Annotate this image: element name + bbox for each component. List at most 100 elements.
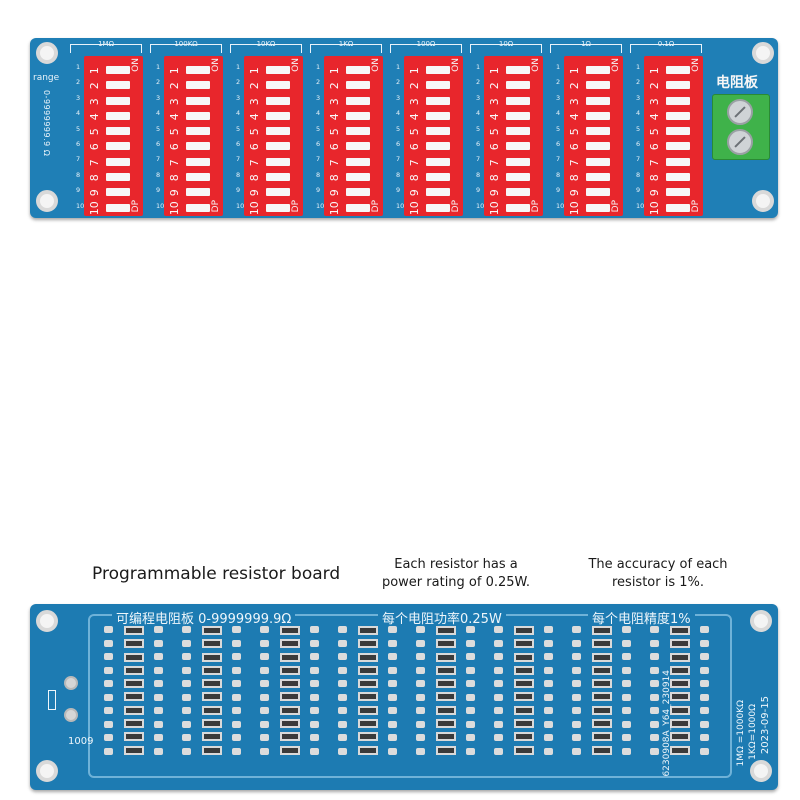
switch-lever[interactable]	[346, 157, 370, 166]
switch-lever[interactable]	[186, 173, 210, 182]
switch-lever[interactable]	[506, 96, 530, 105]
smd-resistor	[280, 665, 300, 675]
switch-lever[interactable]	[586, 142, 610, 151]
switch-lever[interactable]	[266, 66, 290, 74]
switch-lever[interactable]	[346, 173, 370, 182]
via-pad-column	[232, 626, 242, 761]
switch-lever[interactable]	[186, 96, 210, 105]
switch-lever[interactable]	[506, 203, 530, 212]
switch-lever[interactable]	[346, 111, 370, 120]
switch-lever[interactable]	[106, 127, 130, 136]
switch-position-number: 6	[408, 143, 421, 151]
switch-lever[interactable]	[666, 188, 690, 197]
switch-lever[interactable]	[186, 111, 210, 120]
switch-lever[interactable]	[106, 66, 130, 74]
switch-lever[interactable]	[186, 81, 210, 90]
switch-lever[interactable]	[186, 66, 210, 74]
switch-lever[interactable]	[506, 111, 530, 120]
switch-lever[interactable]	[506, 188, 530, 197]
switch-lever[interactable]	[506, 81, 530, 90]
switch-lever[interactable]	[666, 142, 690, 151]
switch-lever[interactable]	[586, 188, 610, 197]
switch-lever[interactable]	[266, 81, 290, 90]
switch-lever[interactable]	[106, 142, 130, 151]
switch-lever[interactable]	[186, 157, 210, 166]
switch-lever[interactable]	[666, 96, 690, 105]
switch-lever[interactable]	[426, 173, 450, 182]
switch-lever[interactable]	[266, 142, 290, 151]
switch-lever[interactable]	[666, 81, 690, 90]
switch-lever[interactable]	[106, 157, 130, 166]
switch-lever[interactable]	[106, 173, 130, 182]
switch-lever[interactable]	[266, 96, 290, 105]
switch-lever[interactable]	[426, 127, 450, 136]
switch-lever[interactable]	[426, 203, 450, 212]
switch-lever[interactable]	[426, 111, 450, 120]
resistor-bank	[412, 626, 480, 758]
switch-position-number: 4	[248, 113, 261, 121]
switch-lever[interactable]	[666, 66, 690, 74]
switch-lever[interactable]	[426, 157, 450, 166]
switch-lever[interactable]	[426, 81, 450, 90]
switch-lever[interactable]	[346, 188, 370, 197]
switch-lever[interactable]	[266, 157, 290, 166]
switch-lever[interactable]	[586, 66, 610, 74]
switch-lever[interactable]	[186, 203, 210, 212]
switch-lever[interactable]	[106, 96, 130, 105]
switch-lever[interactable]	[586, 96, 610, 105]
switch-lever[interactable]	[106, 111, 130, 120]
switch-lever[interactable]	[346, 142, 370, 151]
switch-lever[interactable]	[186, 188, 210, 197]
switch-lever[interactable]	[426, 66, 450, 74]
switch-lever[interactable]	[106, 203, 130, 212]
switch-lever[interactable]	[666, 173, 690, 182]
smd-resistor	[202, 692, 222, 702]
switch-position-number: 6	[568, 143, 581, 151]
switch-lever[interactable]	[346, 203, 370, 212]
switch-lever[interactable]	[506, 127, 530, 136]
switch-lever[interactable]	[586, 127, 610, 136]
switch-lever[interactable]	[266, 111, 290, 120]
switch-lever[interactable]	[346, 96, 370, 105]
switch-lever[interactable]	[266, 188, 290, 197]
switch-lever[interactable]	[346, 81, 370, 90]
switch-lever[interactable]	[186, 142, 210, 151]
switch-lever[interactable]	[506, 173, 530, 182]
switch-lever[interactable]	[666, 203, 690, 212]
silk-position-number: 4	[396, 109, 401, 118]
switch-lever[interactable]	[106, 188, 130, 197]
switch-lever[interactable]	[586, 173, 610, 182]
switch-lever[interactable]	[346, 66, 370, 74]
switch-lever[interactable]	[266, 127, 290, 136]
switch-lever[interactable]	[506, 142, 530, 151]
switch-lever[interactable]	[426, 96, 450, 105]
switch-lever[interactable]	[266, 173, 290, 182]
switch-position-number: 2	[488, 82, 501, 90]
switch-lever[interactable]	[586, 157, 610, 166]
switch-lever[interactable]	[426, 142, 450, 151]
switch-lever[interactable]	[666, 127, 690, 136]
switch-lever[interactable]	[586, 203, 610, 212]
switch-lever[interactable]	[506, 157, 530, 166]
switch-lever[interactable]	[666, 157, 690, 166]
switch-lever[interactable]	[506, 66, 530, 74]
switch-lever[interactable]	[346, 127, 370, 136]
switch-lever[interactable]	[586, 81, 610, 90]
silk-position-number: 6	[156, 139, 161, 148]
switch-lever[interactable]	[426, 188, 450, 197]
switch-lever[interactable]	[666, 111, 690, 120]
switch-lever[interactable]	[106, 81, 130, 90]
switch-lever[interactable]	[186, 127, 210, 136]
switch-lever[interactable]	[266, 203, 290, 212]
switch-lever[interactable]	[586, 111, 610, 120]
